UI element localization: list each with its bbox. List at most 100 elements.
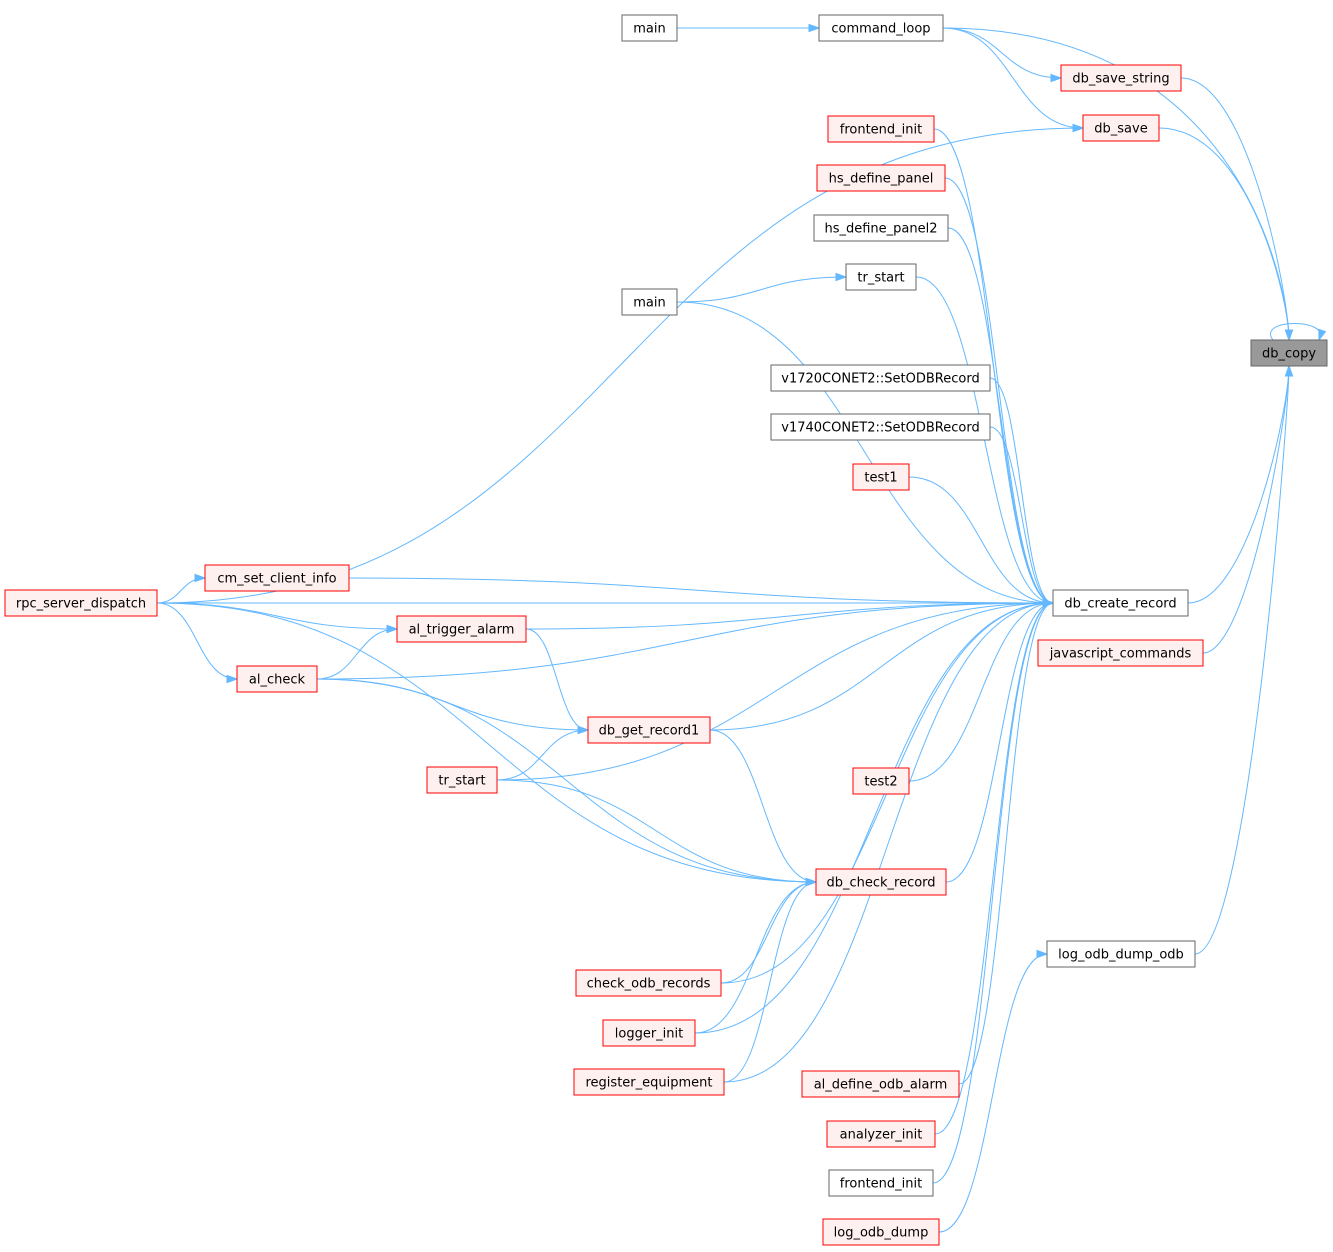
edge-al_check-to-db_create_record <box>316 602 1054 680</box>
edge-db_save_string-to-db_copy <box>1180 77 1290 341</box>
node-main1[interactable]: main <box>621 14 678 42</box>
node-box-al_define_odb_alarm <box>801 1070 960 1098</box>
edge-al_define_odb_alarm-to-db_create_record <box>958 602 1054 1085</box>
node-v1720[interactable]: v1720CONET2::SetODBRecord <box>770 364 991 392</box>
edge-rpc_server_dispatch-to-al_trigger_alarm <box>156 602 398 630</box>
edge-register_equipment-to-db_create_record <box>723 602 1054 1083</box>
edge-tr_start2-to-db_create_record <box>496 602 1054 781</box>
node-box-logger_init <box>602 1019 696 1047</box>
node-label-check_odb_records: check_odb_records <box>587 977 711 992</box>
node-v1740[interactable]: v1740CONET2::SetODBRecord <box>770 413 991 441</box>
node-box-v1740 <box>770 413 991 441</box>
edge-al_check-to-db_check_record <box>316 678 817 883</box>
edge-cm_set_client_info-to-db_create_record <box>348 577 1054 604</box>
node-label-frontend_init2: frontend_init <box>840 1177 922 1192</box>
node-label-db_save_string: db_save_string <box>1072 72 1169 87</box>
node-al_check[interactable]: al_check <box>236 665 318 693</box>
node-box-db_get_record1 <box>587 716 711 744</box>
node-label-command_loop: command_loop <box>831 22 930 37</box>
node-box-db_save_string <box>1060 64 1182 92</box>
edge-v1720-to-db_create_record <box>989 377 1054 604</box>
node-box-al_check <box>236 665 318 693</box>
arrowhead-frontend_init2-to-db_create_record <box>1042 598 1055 608</box>
node-label-javascript_commands: javascript_commands <box>1049 647 1192 662</box>
node-check_odb_records[interactable]: check_odb_records <box>575 969 722 997</box>
edge-db_copy-to-db_copy <box>1270 323 1322 341</box>
arrowhead-log_odb_dump-to-log_odb_dump_odb <box>1036 949 1049 959</box>
node-rpc_server_dispatch[interactable]: rpc_server_dispatch <box>4 589 158 617</box>
node-command_loop[interactable]: command_loop <box>818 14 944 42</box>
node-db_get_record1[interactable]: db_get_record1 <box>587 716 711 744</box>
node-box-al_trigger_alarm <box>396 615 527 643</box>
edge-rpc_server_dispatch-to-al_check <box>156 602 238 680</box>
node-label-hs_define_panel: hs_define_panel <box>829 172 934 187</box>
node-frontend_init2[interactable]: frontend_init <box>828 1169 934 1197</box>
edge-hs_define_panel-to-db_create_record <box>944 177 1054 604</box>
node-box-cm_set_client_info <box>204 564 350 592</box>
node-box-test1 <box>852 463 910 491</box>
node-tr_start2[interactable]: tr_start <box>426 766 498 794</box>
node-label-db_get_record1: db_get_record1 <box>599 724 700 739</box>
node-box-v1720 <box>770 364 991 392</box>
edge-db_get_record1-to-db_check_record <box>709 729 817 883</box>
node-box-main2 <box>621 288 678 316</box>
node-box-command_loop <box>818 14 944 42</box>
node-label-tr_start2: tr_start <box>438 774 485 789</box>
node-frontend_init1[interactable]: frontend_init <box>827 115 935 143</box>
node-box-frontend_init2 <box>828 1169 934 1197</box>
arrowhead-rpc_server_dispatch-to-al_check <box>226 674 239 684</box>
node-test2[interactable]: test2 <box>852 767 910 795</box>
node-db_create_record[interactable]: db_create_record <box>1052 589 1189 617</box>
arrowhead-tr_start2-to-db_get_record1 <box>577 725 590 735</box>
node-label-register_equipment: register_equipment <box>586 1076 713 1091</box>
node-logger_init[interactable]: logger_init <box>602 1019 696 1047</box>
edge-al_trigger_alarm-to-db_get_record1 <box>525 628 589 731</box>
node-al_define_odb_alarm[interactable]: al_define_odb_alarm <box>801 1070 960 1098</box>
edge-command_loop-to-db_save <box>942 27 1084 129</box>
node-box-tr_start1 <box>845 263 917 291</box>
arrowhead-register_equipment-to-db_check_record <box>805 877 818 887</box>
node-main2[interactable]: main <box>621 288 678 316</box>
arrowhead-rpc_server_dispatch-to-cm_set_client_info <box>194 573 207 583</box>
node-db_save_string[interactable]: db_save_string <box>1060 64 1182 92</box>
node-box-test2 <box>852 767 910 795</box>
edge-log_odb_dump-to-log_odb_dump_odb <box>938 953 1048 1233</box>
node-label-tr_start1: tr_start <box>857 271 904 286</box>
node-log_odb_dump[interactable]: log_odb_dump <box>822 1218 940 1246</box>
node-hs_define_panel2[interactable]: hs_define_panel2 <box>813 214 949 242</box>
node-label-rpc_server_dispatch: rpc_server_dispatch <box>16 597 146 612</box>
node-analyzer_init[interactable]: analyzer_init <box>826 1120 936 1148</box>
edge-logger_init-to-db_create_record <box>694 602 1054 1034</box>
node-log_odb_dump_odb[interactable]: log_odb_dump_odb <box>1046 940 1196 968</box>
node-label-v1740: v1740CONET2::SetODBRecord <box>781 421 979 436</box>
node-db_check_record[interactable]: db_check_record <box>815 868 947 896</box>
arrowhead-db_save-to-db_copy <box>1284 329 1294 342</box>
node-al_trigger_alarm[interactable]: al_trigger_alarm <box>396 615 527 643</box>
node-box-hs_define_panel2 <box>813 214 949 242</box>
node-box-db_save <box>1082 114 1160 142</box>
node-label-al_trigger_alarm: al_trigger_alarm <box>409 623 515 638</box>
node-label-main1: main <box>633 22 665 37</box>
edge-register_equipment-to-db_check_record <box>723 881 817 1083</box>
node-register_equipment[interactable]: register_equipment <box>573 1068 725 1096</box>
edge-test1-to-db_create_record <box>908 476 1054 604</box>
node-tr_start1[interactable]: tr_start <box>845 263 917 291</box>
edge-al_trigger_alarm-to-db_create_record <box>525 602 1054 630</box>
node-db_copy[interactable]: db_copy <box>1250 339 1328 367</box>
edge-logger_init-to-db_check_record <box>694 881 817 1034</box>
node-hs_define_panel[interactable]: hs_define_panel <box>816 164 946 192</box>
edge-tr_start2-to-db_check_record <box>496 779 817 883</box>
node-cm_set_client_info[interactable]: cm_set_client_info <box>204 564 350 592</box>
node-box-rpc_server_dispatch <box>4 589 158 617</box>
edge-main2-to-db_create_record <box>676 301 1054 604</box>
node-test1[interactable]: test1 <box>852 463 910 491</box>
edge-al_check-to-al_trigger_alarm <box>316 628 398 680</box>
edge-javascript_commands-to-db_copy <box>1202 365 1290 654</box>
node-box-tr_start2 <box>426 766 498 794</box>
edge-command_loop-to-db_save_string <box>942 27 1062 79</box>
nodes-layer: db_copy main command_loop db_save_string db_… <box>4 14 1328 1246</box>
arrowhead-rpc_server_dispatch-to-db_save <box>1072 123 1085 133</box>
node-javascript_commands[interactable]: javascript_commands <box>1037 639 1204 667</box>
node-db_save[interactable]: db_save <box>1082 114 1160 142</box>
node-label-al_define_odb_alarm: al_define_odb_alarm <box>814 1078 948 1093</box>
